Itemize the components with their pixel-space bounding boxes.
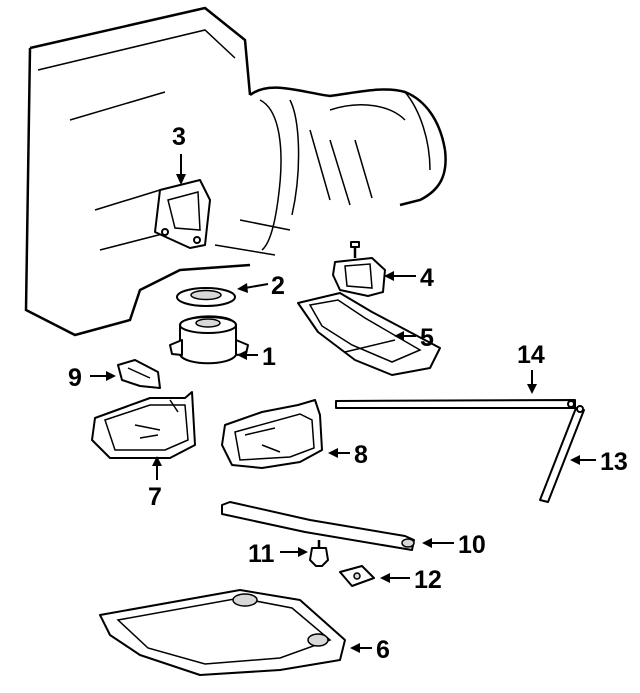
callout-5: 5 [420, 324, 434, 352]
callout-8: 8 [354, 441, 368, 469]
part-12-retainer-plate [339, 565, 375, 587]
callout-12: 12 [414, 566, 442, 594]
part-13-support-rod [539, 405, 585, 503]
callout-2: 2 [271, 272, 285, 300]
callout-labels: 3 2 4 5 1 9 7 8 14 13 10 11 12 6 [68, 123, 628, 664]
callout-11: 11 [248, 540, 275, 568]
callout-3: 3 [172, 123, 186, 151]
part-6-lower-splash-shield [99, 589, 346, 676]
part-2-insulator-plate [176, 287, 236, 307]
part-11-bumper-stop [309, 540, 329, 567]
callout-10: 10 [458, 531, 486, 559]
callout-4: 4 [420, 264, 434, 292]
part-14-support-rod [335, 399, 576, 409]
callout-9: 9 [68, 364, 82, 392]
callout-leaders [90, 154, 596, 653]
callout-6: 6 [376, 636, 390, 664]
part-3-mount-bracket [154, 179, 211, 249]
callout-14: 14 [517, 341, 545, 369]
part-4-transmission-mount [332, 241, 386, 297]
part-8-right-splash-shield [221, 399, 323, 469]
part-5-crossmember [297, 292, 441, 376]
part-10-tension-strut [221, 501, 415, 551]
part-7-left-splash-shield [91, 391, 196, 459]
part-9-bracket [117, 359, 161, 389]
callout-13: 13 [600, 448, 628, 476]
engine-block-outline [24, 6, 447, 337]
part-1-engine-mount [169, 315, 249, 365]
callout-7: 7 [148, 483, 162, 511]
callout-1: 1 [262, 343, 276, 371]
